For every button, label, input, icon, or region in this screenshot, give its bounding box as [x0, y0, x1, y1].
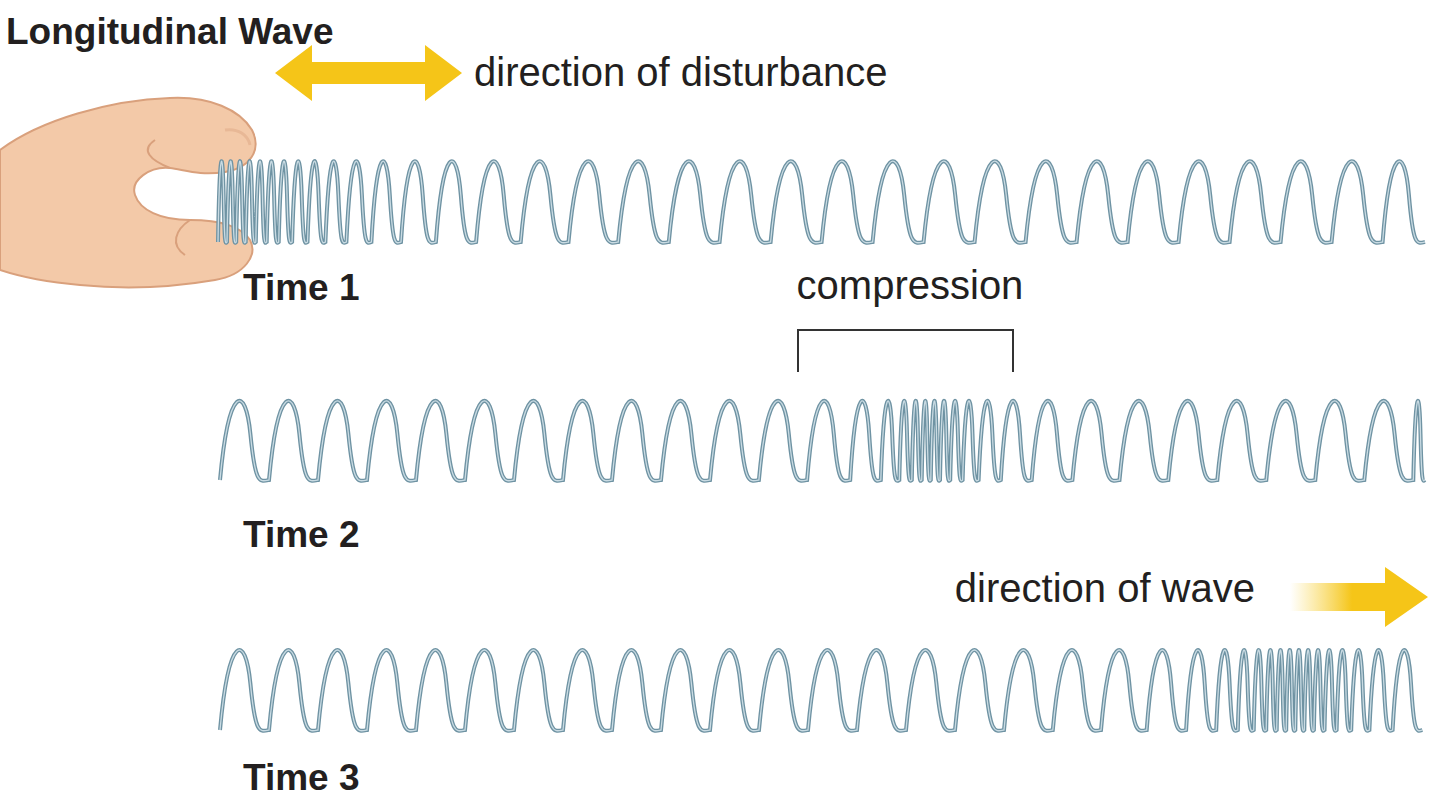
arrow-label: direction of wave: [955, 566, 1255, 610]
time-label: Time 3: [243, 758, 360, 799]
spring-highlight: [220, 650, 1422, 731]
arrow-label: direction of disturbance: [474, 50, 888, 94]
disturbance-arrow: [275, 45, 462, 101]
spring-highlight: [218, 161, 1425, 243]
diagram-title: Longitudinal Wave: [6, 12, 334, 53]
spring-coil: [218, 161, 1425, 243]
spring-coil: [220, 401, 1425, 481]
spring-coil: [220, 650, 1422, 731]
compression-bracket: [798, 330, 1013, 372]
time-label: Time 1: [243, 268, 360, 309]
spring-highlight: [220, 401, 1425, 481]
region-label: compression: [797, 263, 1024, 307]
wave-direction-arrow: [1290, 567, 1428, 627]
time-label: Time 2: [243, 515, 360, 556]
spring-coils: [218, 161, 1425, 731]
